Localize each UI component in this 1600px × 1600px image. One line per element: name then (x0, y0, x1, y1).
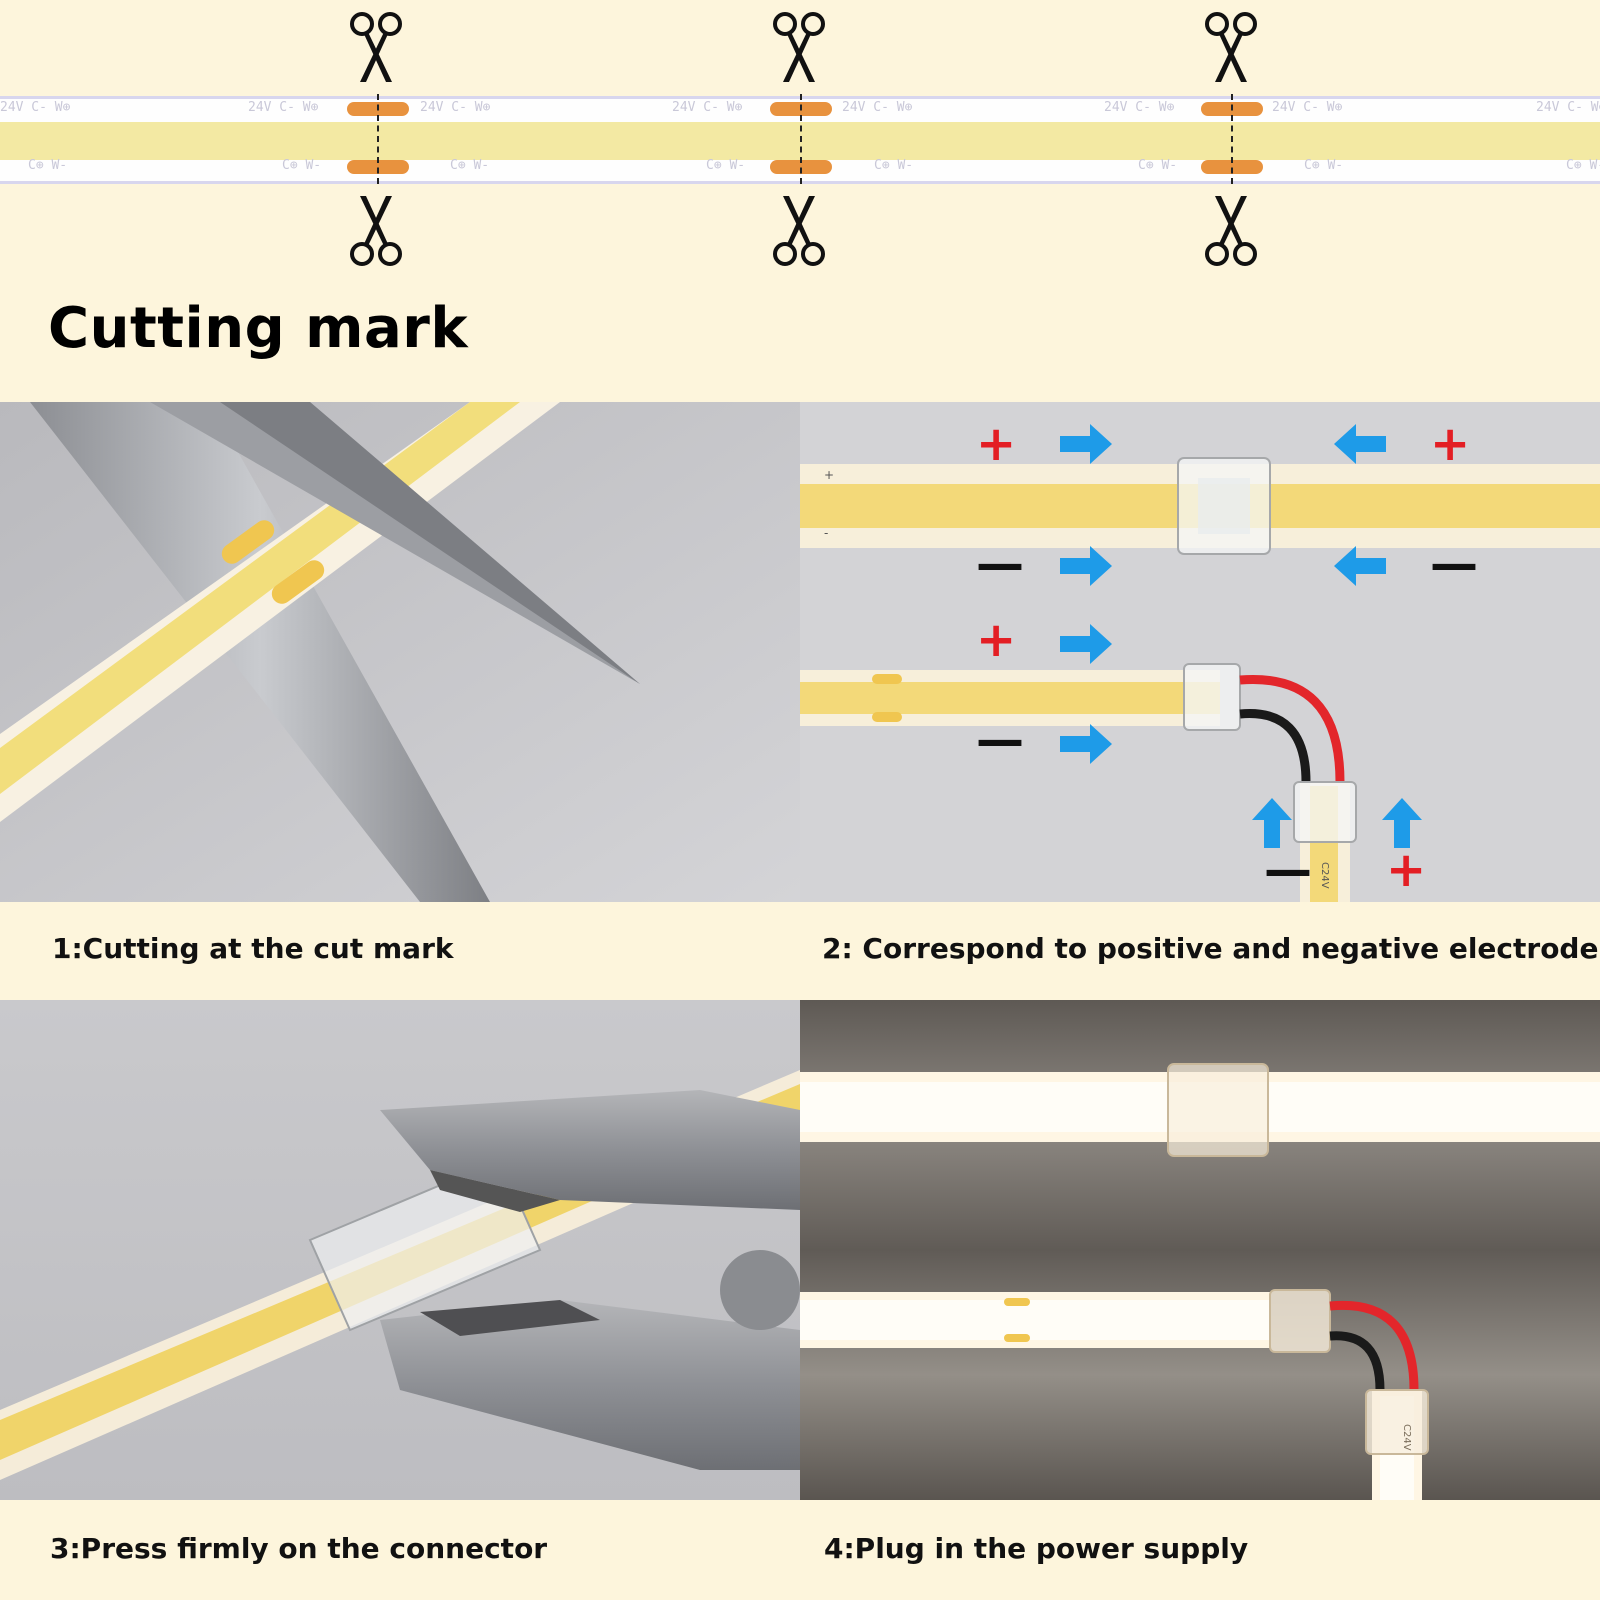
minus-symbol: — (976, 536, 1024, 592)
caption-band-2: 3:Press firmly on the connector 4:Plug i… (0, 1500, 1600, 1600)
strip-print-bottom: C⊕ W- (1566, 158, 1600, 173)
scissors-icon (1205, 196, 1257, 266)
minus-symbol: — (1264, 842, 1312, 898)
strip-print-bottom: C⊕ W- (1138, 158, 1178, 173)
plus-symbol: + (976, 612, 1017, 668)
plus-symbol: + (1386, 842, 1427, 898)
strip-print-bottom: C⊕ W- (28, 158, 68, 173)
minus-symbol: — (976, 712, 1024, 768)
step-1-photo (0, 402, 800, 902)
step-2-caption: 2: Correspond to positive and negative e… (822, 932, 1599, 965)
strip-print-bottom: C⊕ W- (874, 158, 914, 173)
step-2-photo: + + — — + — — + + - C24V (800, 402, 1600, 902)
polarity-illustration (800, 402, 1600, 902)
cut-line (1231, 94, 1233, 184)
cutting-mark-banner: 24V C- W⊕ 24V C- W⊕ 24V C- W⊕ 24V C- W⊕ … (0, 0, 1600, 400)
scissors-icon (1205, 12, 1257, 82)
page-title: Cutting mark (48, 296, 469, 361)
strip-print-top: 24V C- W⊕ (842, 100, 913, 115)
plus-symbol: + (976, 416, 1017, 472)
plus-symbol: + (1430, 416, 1471, 472)
strip-minus-mark: - (824, 526, 829, 540)
strip-print-bottom: C⊕ W- (1304, 158, 1344, 173)
strip-voltage-label: C24V (1319, 862, 1330, 889)
strip-print-top: 24V C- W⊕ (672, 100, 743, 115)
strip-print-top: 24V C- W⊕ (1272, 100, 1343, 115)
cut-line (800, 94, 802, 184)
powered-strip-illustration (800, 1000, 1600, 1500)
step-4-caption: 4:Plug in the power supply (824, 1532, 1249, 1565)
cut-line (377, 94, 379, 184)
step-1-caption: 1:Cutting at the cut mark (52, 932, 454, 965)
minus-symbol: — (1430, 536, 1478, 592)
step-3-caption: 3:Press firmly on the connector (50, 1532, 548, 1565)
scissors-icon (350, 12, 402, 82)
strip-print-bottom: C⊕ W- (282, 158, 322, 173)
strip-print-bottom: C⊕ W- (706, 158, 746, 173)
strip-plus-mark: + (824, 468, 835, 482)
cutting-illustration (0, 402, 800, 902)
strip-print-bottom: C⊕ W- (450, 158, 490, 173)
caption-band-1: 1:Cutting at the cut mark 2: Correspond … (0, 902, 1600, 1000)
step-4-photo: C24V (800, 1000, 1600, 1500)
strip-print-top: 24V C- W⊕ (248, 100, 319, 115)
scissors-icon (773, 12, 825, 82)
scissors-icon (350, 196, 402, 266)
strip-print-top: 24V C- W⊕ (0, 100, 71, 115)
strip-print-top: 24V C- W⊕ (1536, 100, 1600, 115)
strip-print-top: 24V C- W⊕ (1104, 100, 1175, 115)
pliers-illustration (0, 1000, 800, 1500)
scissors-icon (773, 196, 825, 266)
strip-voltage-label: C24V (1401, 1424, 1412, 1451)
arrow-icon (1060, 424, 1422, 848)
strip-print-top: 24V C- W⊕ (420, 100, 491, 115)
step-3-photo (0, 1000, 800, 1500)
